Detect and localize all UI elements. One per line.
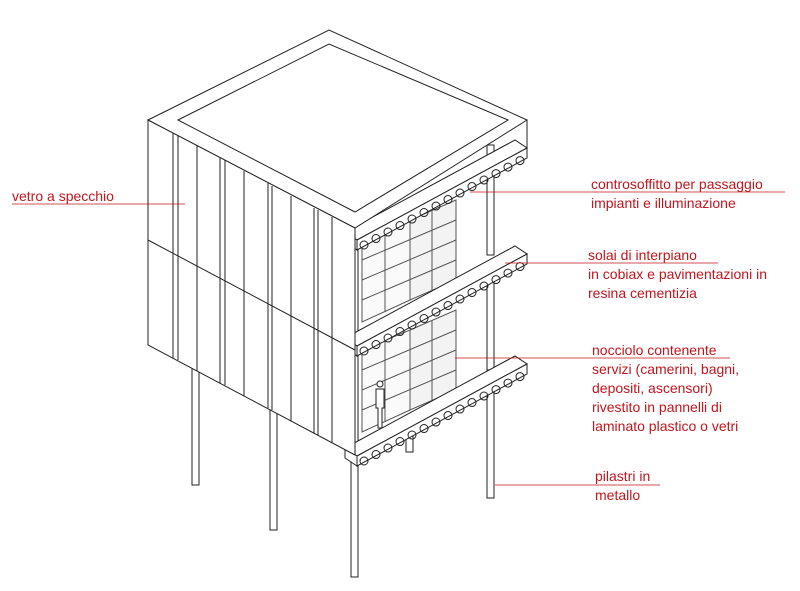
label-text: in cobiax e pavimentazioni in <box>588 266 767 282</box>
label-text: impianti e illuminazione <box>591 195 736 211</box>
cobiax-void <box>491 169 501 179</box>
label-text: metallo <box>595 487 641 503</box>
cobiax-void <box>455 188 465 198</box>
label-text: resina cementizia <box>588 285 697 301</box>
cobiax-void <box>419 208 429 218</box>
label-slabs: solai di interpiano in cobiax e paviment… <box>588 246 767 303</box>
label-ceiling: controsoffitto per passaggio impianti e … <box>591 175 763 213</box>
cobiax-void <box>419 424 429 434</box>
cobiax-void <box>359 456 369 466</box>
cobiax-void <box>491 275 501 285</box>
cobiax-void <box>503 162 513 172</box>
cobiax-void <box>479 391 489 401</box>
label-core: nocciolo contenente servizi (camerini, b… <box>592 341 739 436</box>
cobiax-void <box>371 234 381 244</box>
cobiax-void <box>515 156 525 166</box>
cobiax-void <box>359 346 369 356</box>
label-text: solai di interpiano <box>588 247 697 263</box>
cobiax-void <box>467 182 477 192</box>
cobiax-void <box>431 307 441 317</box>
label-text: nocciolo contenente <box>592 342 717 358</box>
person-figure-icon <box>375 380 385 429</box>
label-text: servizi (camerini, bagni, <box>592 361 740 377</box>
cobiax-void <box>407 430 417 440</box>
cobiax-void <box>491 385 501 395</box>
cobiax-void <box>479 281 489 291</box>
cobiax-void <box>479 175 489 185</box>
label-text: depositi, ascensori) <box>592 380 713 396</box>
cobiax-void <box>383 333 393 343</box>
cobiax-void <box>515 262 525 272</box>
label-text: rivestito in pannelli di <box>592 399 722 415</box>
cobiax-void <box>515 372 525 382</box>
cobiax-void <box>395 437 405 447</box>
cobiax-void <box>443 195 453 205</box>
cobiax-void <box>455 404 465 414</box>
cobiax-void <box>455 294 465 304</box>
cobiax-void <box>359 240 369 250</box>
cobiax-void <box>407 214 417 224</box>
cobiax-void <box>371 450 381 460</box>
cobiax-void <box>467 398 477 408</box>
cobiax-void <box>431 417 441 427</box>
cobiax-void <box>467 288 477 298</box>
cobiax-void <box>383 443 393 453</box>
label-text: pilastri in <box>595 468 651 484</box>
slabs <box>344 139 528 467</box>
cobiax-void <box>503 268 513 278</box>
cobiax-void <box>443 411 453 421</box>
label-text: vetro a specchio <box>12 188 114 204</box>
label-mirror-glass: vetro a specchio <box>12 187 114 206</box>
label-text: controsoffitto per passaggio <box>591 176 763 192</box>
cobiax-void <box>395 327 405 337</box>
cobiax-void <box>371 340 381 350</box>
cobiax-void <box>383 227 393 237</box>
cobiax-void <box>431 201 441 211</box>
cobiax-void <box>395 221 405 231</box>
label-columns: pilastri in metallo <box>595 467 650 505</box>
cobiax-void <box>503 378 513 388</box>
leader-lines <box>12 191 785 486</box>
slab-voids <box>359 156 525 466</box>
cobiax-void <box>407 320 417 330</box>
label-text: laminato plastico o vetri <box>592 418 739 434</box>
cobiax-void <box>419 314 429 324</box>
roof <box>146 29 529 240</box>
core <box>361 199 457 433</box>
mirror-glass-facade <box>147 119 356 456</box>
cobiax-void <box>443 301 453 311</box>
